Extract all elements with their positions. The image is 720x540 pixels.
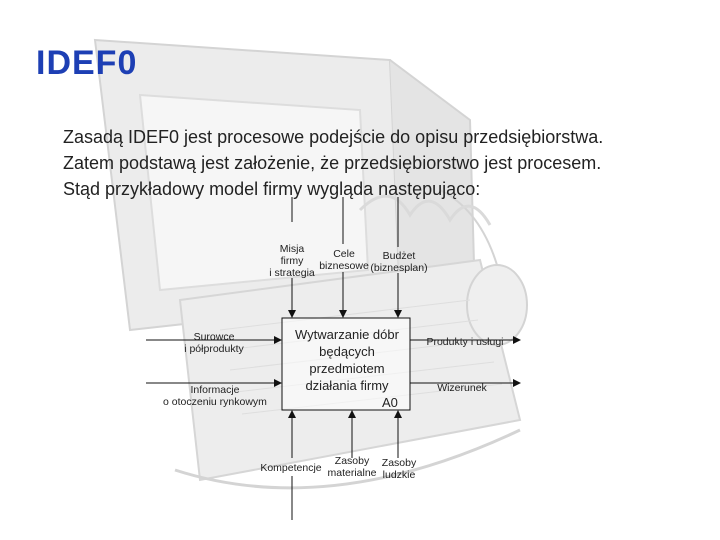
activity-box: [281, 317, 411, 411]
label-line: biznesowe: [319, 260, 369, 272]
label-line: Wizerunek: [437, 382, 487, 394]
control-label-mission: Misja firmy i strategia: [266, 243, 318, 279]
activity-line: przedmiotem: [309, 361, 385, 376]
output-label-image: Wizerunek: [432, 382, 492, 394]
label-line: i strategia: [269, 267, 315, 279]
label-line: Surowce: [193, 331, 235, 343]
activity-line: działania firmy: [305, 378, 389, 393]
mechanism-label-competence: Kompetencje: [260, 462, 322, 474]
label-line: o otoczeniu rynkowym: [163, 396, 267, 408]
control-label-goals: Cele biznesowe: [318, 248, 370, 272]
label-line: Budżet: [382, 250, 416, 262]
label-line: Cele: [333, 248, 355, 260]
label-line: Zasoby: [334, 455, 370, 467]
slide-body: Zasadą IDEF0 jest procesowe podejście do…: [63, 124, 603, 202]
control-label-budget: Budżet (biznesplan): [368, 250, 430, 274]
label-line: (biznesplan): [370, 262, 428, 274]
label-line: Informacje: [190, 384, 240, 396]
label-line: Kompetencje: [260, 462, 322, 474]
label-line: i półprodukty: [184, 343, 244, 355]
label-line: materialne: [327, 467, 377, 479]
output-label-products: Produkty i usługi: [425, 336, 505, 348]
activity-box-label: Wytwarzanie dóbr będących przedmiotem dz…: [285, 326, 409, 394]
input-label-materials: Surowce i półprodukty: [178, 331, 250, 355]
label-line: firmy: [280, 255, 304, 267]
label-line: Produkty i usługi: [426, 336, 504, 348]
label-line: Zasoby: [381, 457, 417, 469]
slide-title: IDEF0: [36, 44, 138, 82]
activity-line: będących: [319, 344, 375, 359]
activity-box-id: A0: [382, 395, 398, 410]
mechanism-label-material: Zasoby materialne: [326, 455, 378, 479]
body-line: Zatem podstawą jest założenie, że przeds…: [63, 153, 602, 173]
activity-line: Wytwarzanie dóbr: [295, 327, 399, 342]
mechanism-label-people: Zasoby ludzkie: [378, 457, 420, 481]
label-line: Misja: [279, 243, 305, 255]
label-line: ludzkie: [382, 469, 416, 481]
body-line: Zasadą IDEF0 jest procesowe podejście do…: [63, 127, 604, 147]
body-line: Stąd przykładowy model firmy wygląda nas…: [63, 179, 481, 199]
input-label-information: Informacje o otoczeniu rynkowym: [160, 384, 270, 408]
